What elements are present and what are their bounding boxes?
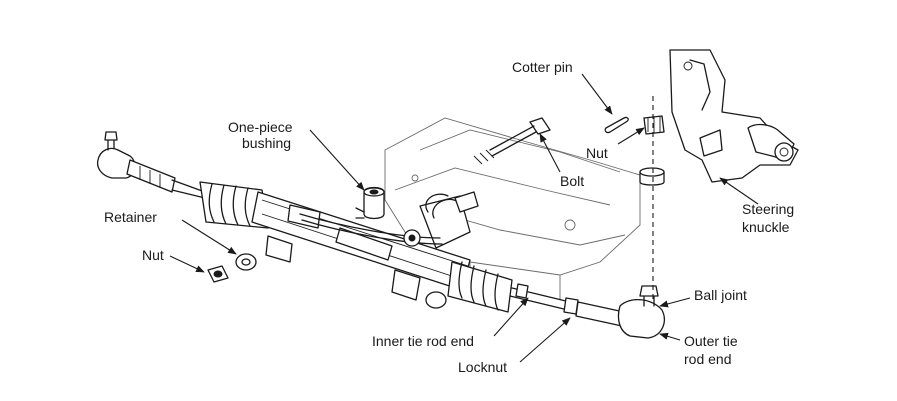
one-piece-bushing bbox=[355, 186, 385, 220]
right-tie-rod-assembly bbox=[509, 283, 665, 339]
castle-nut bbox=[643, 115, 665, 135]
right-rack-boot bbox=[447, 261, 513, 313]
mounting-bolt bbox=[473, 117, 551, 165]
nut-top-leader bbox=[617, 127, 645, 145]
label-nut-left: Nut bbox=[142, 247, 164, 263]
label-steering-knuckle-line2: knuckle bbox=[742, 219, 790, 235]
steering-knuckle bbox=[639, 49, 799, 186]
cotter-pin-leader bbox=[581, 73, 613, 115]
label-locknut: Locknut bbox=[458, 359, 507, 375]
bushing-leader bbox=[309, 129, 365, 191]
outer-tie-rod-end-leader bbox=[659, 332, 681, 341]
label-ball-joint: Ball joint bbox=[694, 287, 747, 303]
label-outer-tie-rod-end-line1: Outer tie bbox=[684, 333, 738, 349]
nut-left-leader bbox=[169, 255, 205, 273]
label-steering-knuckle-line1: Steering bbox=[742, 201, 794, 217]
label-bolt: Bolt bbox=[560, 173, 584, 189]
left-rack-boot bbox=[199, 181, 269, 229]
label-retainer: Retainer bbox=[104, 209, 157, 225]
locknut-leader bbox=[519, 317, 571, 363]
ball-joint-leader bbox=[659, 297, 691, 308]
label-one-piece-bushing-line2: bushing bbox=[242, 135, 291, 151]
inner-tie-rod-end-leader bbox=[493, 297, 529, 337]
left-retainer bbox=[235, 253, 257, 271]
bolt-leader bbox=[539, 133, 561, 173]
label-inner-tie-rod-end: Inner tie rod end bbox=[372, 333, 474, 349]
valve-housing-lines bbox=[299, 191, 479, 249]
steering-knuckle-leader bbox=[719, 177, 759, 205]
left-outer-tie-rod-end bbox=[96, 131, 206, 199]
label-one-piece-bushing-line1: One-piece bbox=[228, 119, 293, 135]
label-outer-tie-rod-end-line2: rod end bbox=[684, 351, 731, 367]
retainer-leader bbox=[181, 219, 237, 255]
label-cotter-pin: Cotter pin bbox=[512, 59, 573, 75]
left-nut bbox=[207, 265, 229, 283]
label-nut-top: Nut bbox=[586, 145, 608, 161]
cotter-pin bbox=[604, 116, 629, 134]
